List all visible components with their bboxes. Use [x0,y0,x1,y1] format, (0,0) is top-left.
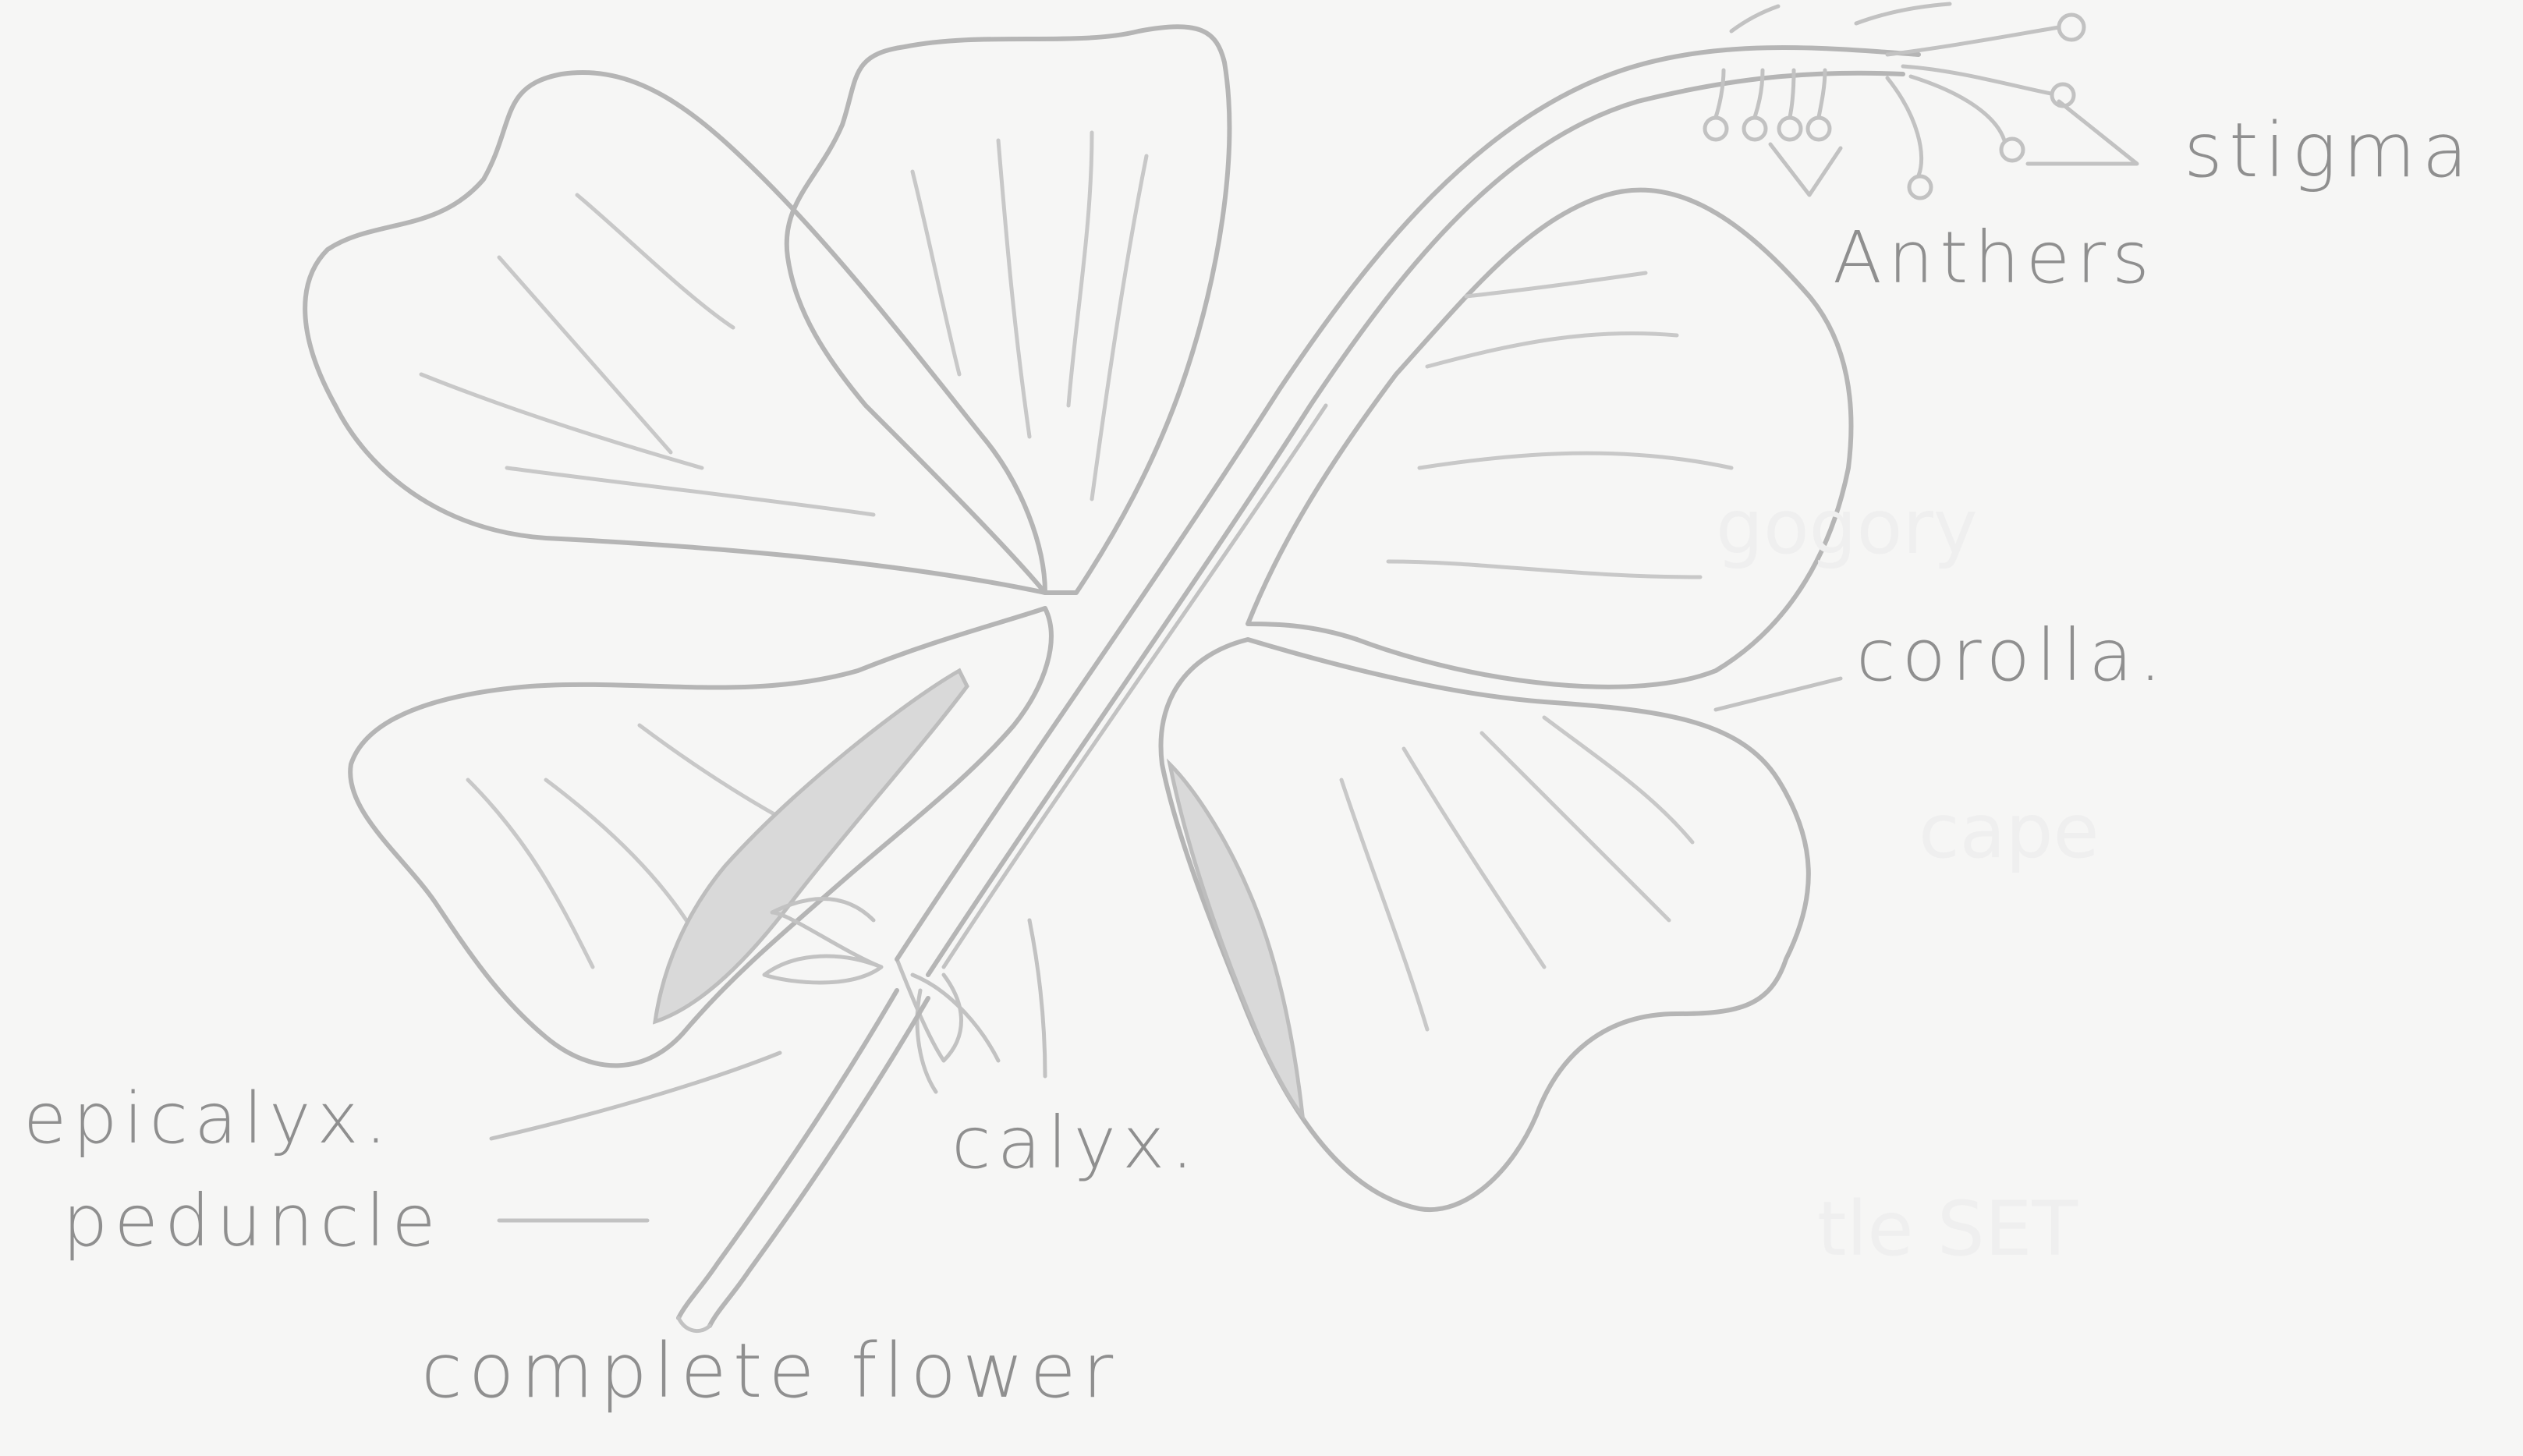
label-peduncle: peduncle [62,1185,442,1257]
corolla-leader [1716,678,1841,710]
diagram-caption: complete flower [421,1334,1119,1408]
anthers-leader [1770,144,1841,195]
label-stigma: stigma [2184,113,2474,188]
label-epicalyx: epicalyx. [23,1084,393,1154]
petal-upper-middle [787,27,1230,593]
petal-upper-right [1248,190,1851,687]
label-anthers: Anthers [1833,222,2156,294]
calyx-leader [1029,920,1045,1076]
calyx-sepal-right [1170,764,1302,1115]
label-calyx: calyx. [951,1107,1200,1179]
calyx-sepal-left [655,671,967,1022]
stigma-leader [2028,101,2137,164]
label-corolla: corolla. [1856,620,2168,692]
epicalyx-leader [491,1053,780,1139]
peduncle-stalk [679,990,897,1318]
petal-upper-left [305,73,1045,593]
